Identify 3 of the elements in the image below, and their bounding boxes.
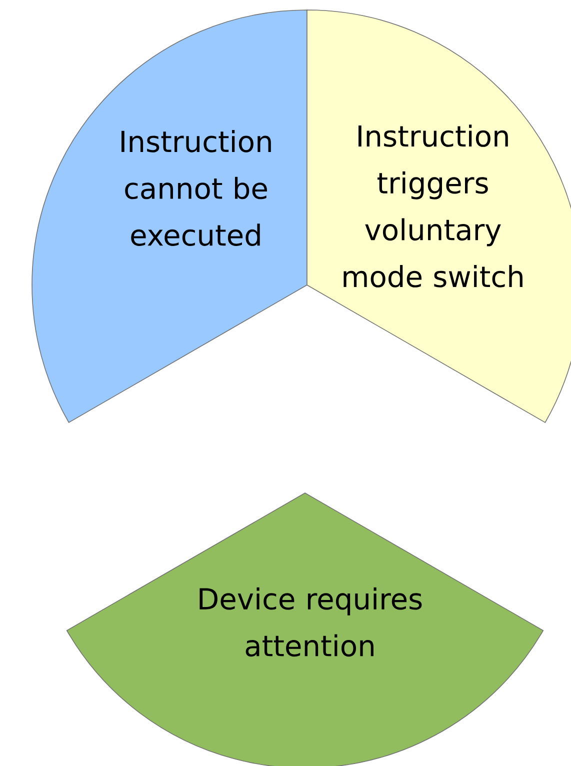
pie-sector: Instruction cannot be executed <box>32 10 308 423</box>
pie-sector: Device requires attention <box>66 492 544 766</box>
pie-sector: Instruction triggers voluntary mode switch <box>306 10 571 423</box>
